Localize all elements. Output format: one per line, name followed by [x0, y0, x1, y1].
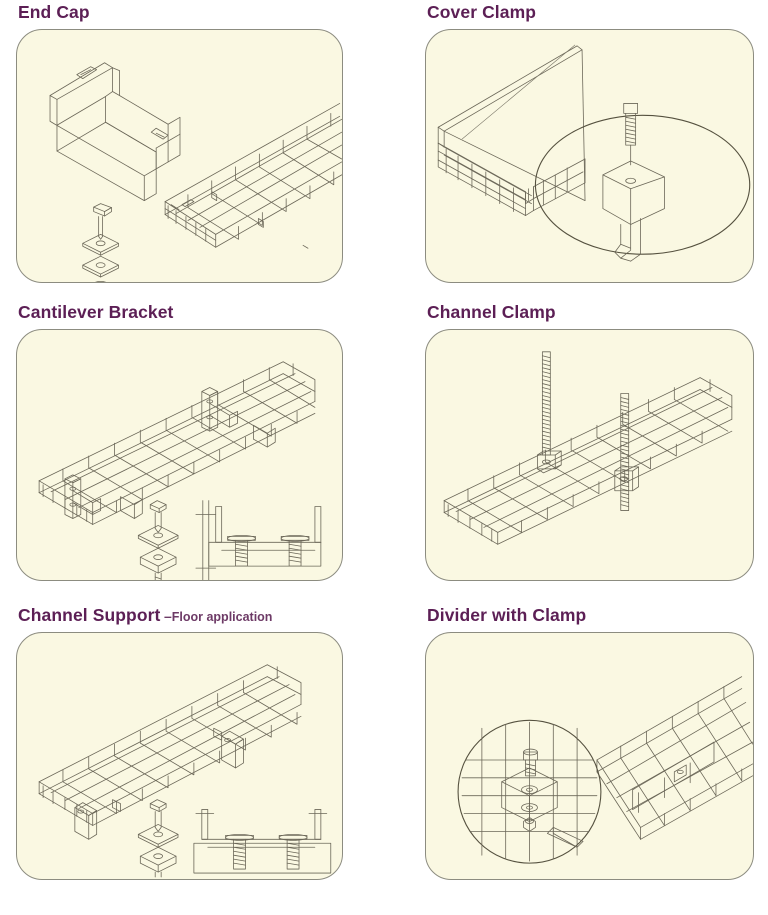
card-subtitle-text: Floor application	[171, 610, 273, 624]
card-title-text: Channel Clamp	[427, 302, 556, 322]
card-channel-support: Channel Support –Floor application	[0, 603, 414, 903]
end-cap-drawing	[49, 62, 342, 282]
card-title-channel-support: Channel Support –Floor application	[18, 605, 272, 626]
card-cantilever-bracket: Cantilever Bracket	[0, 300, 414, 603]
card-subtitle-dash: –	[163, 608, 172, 624]
card-title-text: Cover Clamp	[427, 2, 537, 22]
card-channel-clamp: Channel Clamp	[414, 300, 768, 603]
card-title-cover-clamp: Cover Clamp	[427, 2, 536, 23]
card-title-text: End Cap	[18, 2, 90, 22]
illustration-panel-channel-support	[16, 632, 343, 880]
illustration-panel-channel-clamp	[425, 329, 754, 581]
illustration-panel-end-cap	[16, 29, 343, 283]
card-title-end-cap: End Cap	[18, 2, 90, 23]
card-subtitle: –Floor application	[160, 608, 273, 624]
card-title-text: Divider with Clamp	[427, 605, 587, 625]
card-title-text: Cantilever Bracket	[18, 302, 174, 322]
card-title-divider-with-clamp: Divider with Clamp	[427, 605, 586, 626]
cantilever-bracket-drawing	[38, 361, 322, 580]
illustration-panel-cover-clamp	[425, 29, 754, 283]
channel-clamp-drawing	[443, 351, 733, 545]
card-end-cap: End Cap	[0, 0, 414, 300]
card-title-cantilever-bracket: Cantilever Bracket	[18, 302, 174, 323]
card-cover-clamp: Cover Clamp	[414, 0, 768, 300]
channel-support-drawing	[38, 664, 332, 878]
card-title-channel-clamp: Channel Clamp	[427, 302, 556, 323]
cover-clamp-drawing	[437, 44, 751, 262]
card-title-text: Channel Support	[18, 605, 161, 625]
divider-with-clamp-drawing	[457, 676, 753, 864]
card-divider-with-clamp: Divider with Clamp	[414, 603, 768, 903]
illustration-panel-cantilever-bracket	[16, 329, 343, 581]
illustration-panel-divider-with-clamp	[425, 632, 754, 880]
